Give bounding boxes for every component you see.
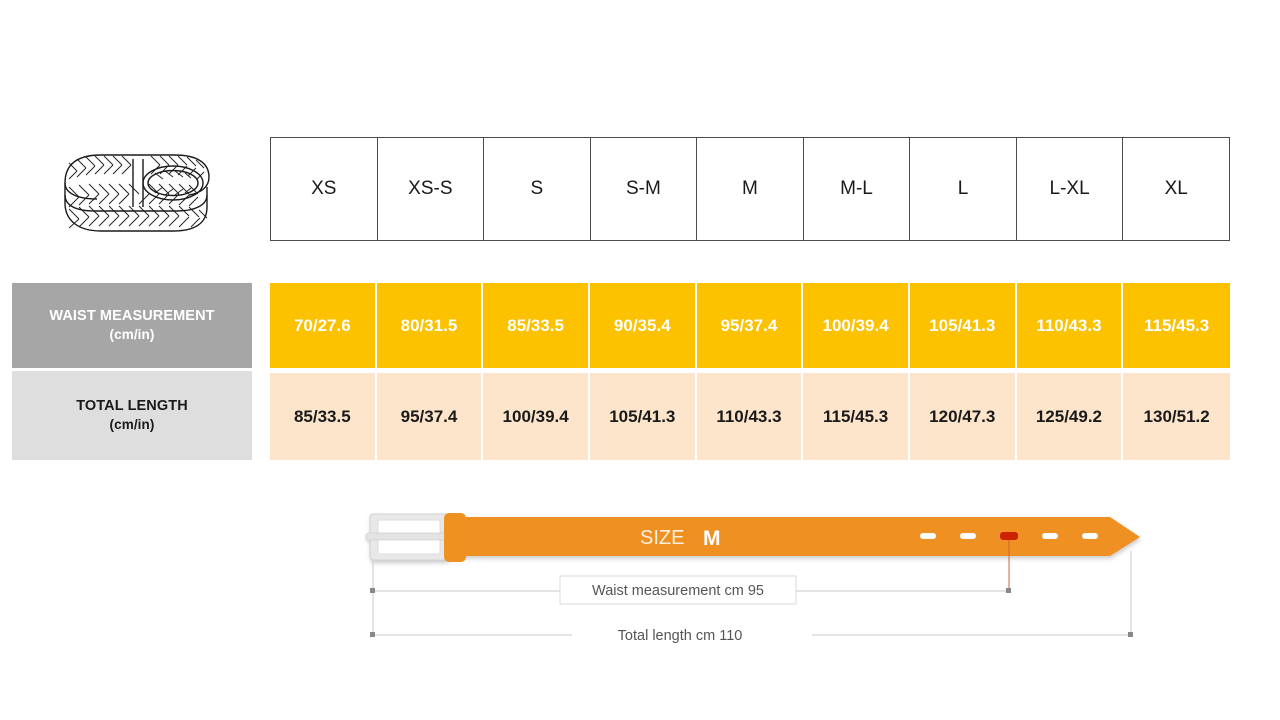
belt-holes — [920, 532, 1098, 540]
total-length-value-cell: 105/41.3 — [589, 371, 697, 460]
size-header-cell: XS — [270, 137, 378, 241]
waist-value-cell: 70/27.6 — [270, 283, 377, 368]
total-length-value-cell: 130/51.2 — [1123, 371, 1230, 460]
size-header-cell: M-L — [802, 137, 911, 241]
belt-hole — [1082, 533, 1098, 539]
waist-dimension-label: Waist measurement cm 95 — [592, 583, 764, 599]
size-header-cell: XL — [1122, 137, 1230, 241]
waist-value-cell: 90/35.4 — [589, 283, 697, 368]
belt-keeper-loop — [444, 513, 466, 562]
total-length-value-cell: 125/49.2 — [1016, 371, 1124, 460]
total-length-value-cell: 110/43.3 — [696, 371, 804, 460]
belt-hole — [960, 533, 976, 539]
belt-hole-highlighted — [1000, 532, 1018, 540]
size-header-cell: S — [483, 137, 591, 241]
waist-value-cell: 80/31.5 — [376, 283, 484, 368]
belt-hole — [920, 533, 936, 539]
total-length-value-cell: 85/33.5 — [270, 371, 377, 460]
size-header-cell: S-M — [589, 137, 698, 241]
belt-diagram-svg: SIZE M Waist measurement — [365, 513, 1140, 647]
total-length-value-cell: 95/37.4 — [376, 371, 484, 460]
waist-value-cell: 105/41.3 — [909, 283, 1017, 368]
belt-measurement-diagram: SIZE M Waist measurement — [340, 495, 1170, 655]
total-length-dimension-label: Total length cm 110 — [618, 628, 743, 644]
row-gap — [252, 283, 270, 368]
total-length-row-unit: (cm/in) — [109, 417, 155, 433]
size-header-cell: XS-S — [376, 137, 485, 241]
waist-value-cell: 100/39.4 — [803, 283, 910, 368]
total-length-row-label: TOTAL LENGTH (cm/in) — [12, 371, 252, 460]
size-header-cell: L-XL — [1015, 137, 1124, 241]
waist-value-cell: 95/37.4 — [696, 283, 804, 368]
belt-size-value: M — [703, 527, 721, 550]
waist-row-unit: (cm/in) — [109, 327, 155, 343]
measurements-table: WAIST MEASUREMENT (cm/in) 70/27.6 80/31.… — [12, 283, 1230, 460]
total-length-value-cell: 120/47.3 — [909, 371, 1017, 460]
waist-value-cell: 115/45.3 — [1123, 283, 1230, 368]
waist-row-label: WAIST MEASUREMENT (cm/in) — [12, 283, 252, 368]
total-length-value-cell: 100/39.4 — [483, 371, 590, 460]
waist-measurement-row: WAIST MEASUREMENT (cm/in) 70/27.6 80/31.… — [12, 283, 1230, 368]
waist-value-cell: 110/43.3 — [1016, 283, 1124, 368]
total-length-row: TOTAL LENGTH (cm/in) 85/33.5 95/37.4 100… — [12, 371, 1230, 460]
braided-belt-illustration — [55, 143, 217, 241]
total-length-value-cell: 115/45.3 — [803, 371, 910, 460]
braided-belt-icon — [64, 154, 210, 232]
waist-dimension: Waist measurement cm 95 — [370, 575, 1011, 605]
belt-buckle-icon — [365, 513, 457, 561]
waist-row-label-text: WAIST MEASUREMENT — [49, 307, 215, 324]
belt-size-prefix: SIZE — [640, 527, 684, 549]
row-spacer — [12, 368, 1230, 371]
size-header-row: XS XS-S S S-M M M-L L L-XL XL — [270, 137, 1230, 241]
measurements-block: WAIST MEASUREMENT (cm/in) 70/27.6 80/31.… — [12, 283, 1230, 460]
size-header-cell: M — [696, 137, 804, 241]
belt-strap — [435, 517, 1140, 556]
total-length-row-label-text: TOTAL LENGTH — [76, 397, 188, 414]
size-header-table: XS XS-S S S-M M M-L L L-XL XL — [270, 137, 1230, 241]
row-gap — [252, 371, 270, 460]
size-header-cell: L — [909, 137, 1017, 241]
total-length-dimension: Total length cm 110 — [370, 621, 1133, 647]
belt-hole — [1042, 533, 1058, 539]
waist-value-cell: 85/33.5 — [483, 283, 590, 368]
